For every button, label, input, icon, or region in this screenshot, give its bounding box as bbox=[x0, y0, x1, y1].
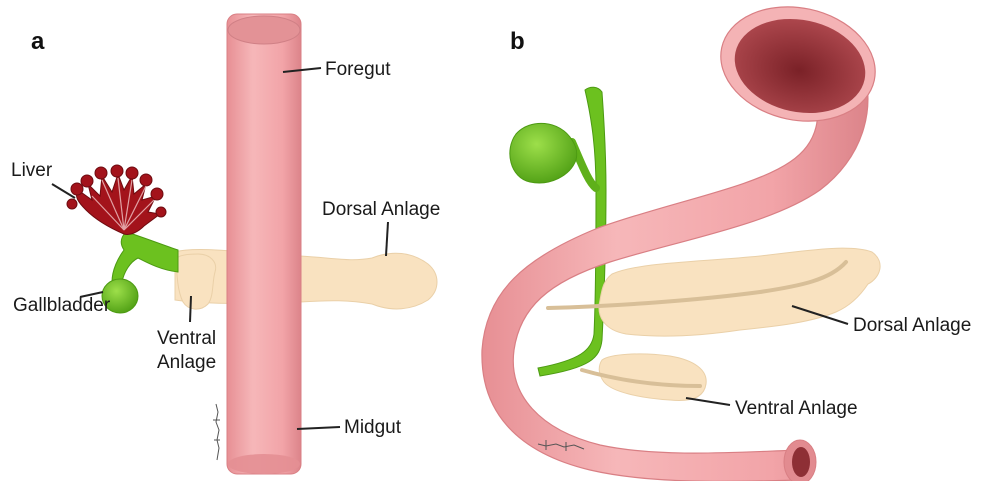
panel-a-letter: a bbox=[31, 28, 45, 55]
panel-b: b Dorsal Anlage Ventral Anlage bbox=[482, 0, 971, 481]
dorsal-anlage-label-b: Dorsal Anlage bbox=[853, 315, 971, 336]
midgut-label: Midgut bbox=[344, 417, 402, 438]
liver-a bbox=[67, 165, 166, 235]
ventral-anlage-a bbox=[177, 254, 216, 309]
midgut-leader bbox=[297, 427, 340, 429]
tube-end-lumen-b bbox=[792, 447, 810, 477]
artist-signature-a bbox=[213, 404, 220, 460]
dorsal-anlage-b bbox=[599, 248, 880, 336]
tube-bottom-end bbox=[228, 454, 300, 474]
dorsal-anlage-a bbox=[175, 249, 437, 308]
ventral-leader-b bbox=[686, 398, 730, 405]
dorsal-anlage-label-a: Dorsal Anlage bbox=[322, 199, 440, 220]
tube-top-opening bbox=[228, 16, 300, 44]
ventral-anlage-label-b: Ventral Anlage bbox=[735, 398, 858, 419]
foregut-label: Foregut bbox=[325, 59, 391, 80]
bile-duct-a bbox=[112, 232, 178, 282]
ventral-label-a-line1: Ventral bbox=[157, 328, 216, 349]
panel-a: a Foregut bbox=[11, 14, 440, 474]
gut-tube-a bbox=[227, 14, 301, 474]
gallbladder-b bbox=[510, 123, 577, 183]
ventral-label-a-line2: Anlage bbox=[157, 352, 216, 373]
ventral-leader-a bbox=[190, 296, 191, 322]
gallbladder-label: Gallbladder bbox=[13, 295, 111, 316]
dorsal-leader-a bbox=[386, 222, 388, 256]
panel-b-letter: b bbox=[510, 28, 525, 55]
liver-label: Liver bbox=[11, 160, 53, 181]
